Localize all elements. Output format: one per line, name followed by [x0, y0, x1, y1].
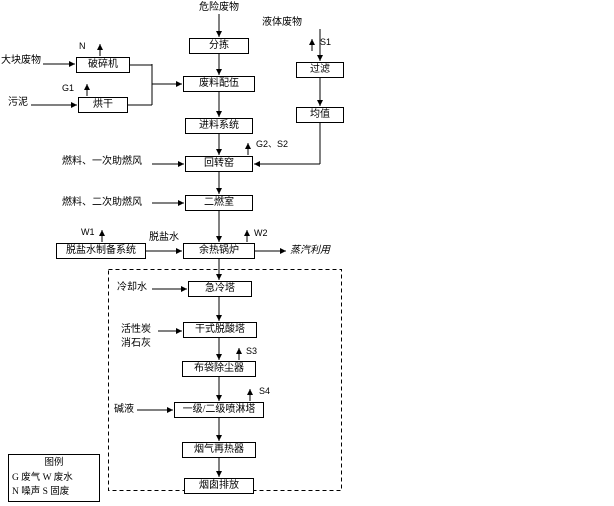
box-demin-water-system: 脱盐水制备系统 [56, 243, 146, 259]
box-spray-tower: 一级/二级喷淋塔 [174, 402, 264, 418]
box-filter: 过滤 [296, 62, 344, 78]
box-gas-reheater: 烟气再热器 [182, 442, 256, 458]
label-emission-g1: G1 [62, 83, 75, 93]
label-fuel-secondary-air: 燃料、二次助燃风 [62, 197, 142, 208]
box-stack-emission: 烟囱排放 [184, 478, 254, 494]
legend-row-gas-water: G 废气 W 废水 [12, 472, 73, 483]
label-emission-s1: S1 [320, 37, 332, 47]
box-homogenizer: 均值 [296, 107, 344, 123]
label-liquid-waste: 液体废物 [262, 17, 302, 28]
label-alkali: 碱液 [114, 404, 134, 415]
label-steam-use: 蒸汽利用 [290, 245, 330, 256]
label-emission-n: N [79, 41, 86, 51]
label-activated-carbon: 活性炭 [121, 324, 151, 335]
label-bulk-waste: 大块废物 [1, 55, 41, 66]
label-emission-w1: W1 [81, 227, 95, 237]
label-sludge: 污泥 [8, 97, 28, 108]
label-emission-g2s2: G2、S2 [256, 139, 289, 149]
box-waste-blending: 废料配伍 [183, 76, 255, 92]
box-waste-heat-boiler: 余热锅炉 [183, 243, 255, 259]
box-rotary-kiln: 回转窑 [185, 156, 253, 172]
box-dryer: 烘干 [78, 97, 128, 113]
label-emission-s4: S4 [259, 386, 271, 396]
box-feeding-system: 进料系统 [185, 118, 253, 134]
box-bag-filter: 布袋除尘器 [182, 361, 256, 377]
label-demin-water: 脱盐水 [149, 232, 179, 243]
box-sorting: 分拣 [189, 38, 249, 54]
label-slaked-lime: 消石灰 [121, 338, 151, 349]
box-crusher: 破碎机 [76, 57, 130, 73]
box-secondary-combustion: 二燃室 [185, 195, 253, 211]
label-fuel-primary-air: 燃料、一次助燃风 [62, 156, 142, 167]
box-dry-deacid-tower: 干式脱酸塔 [183, 322, 257, 338]
box-quench-tower: 急冷塔 [188, 281, 252, 297]
label-cooling-water: 冷却水 [117, 282, 147, 293]
legend-box: 图例 G 废气 W 废水 N 噪声 S 固废 [8, 454, 100, 502]
label-hazardous-waste: 危险废物 [199, 2, 239, 13]
label-emission-w2: W2 [254, 228, 268, 238]
label-emission-s3: S3 [246, 346, 258, 356]
legend-row-noise-solid: N 噪声 S 固废 [12, 487, 70, 498]
legend-title: 图例 [44, 458, 64, 468]
